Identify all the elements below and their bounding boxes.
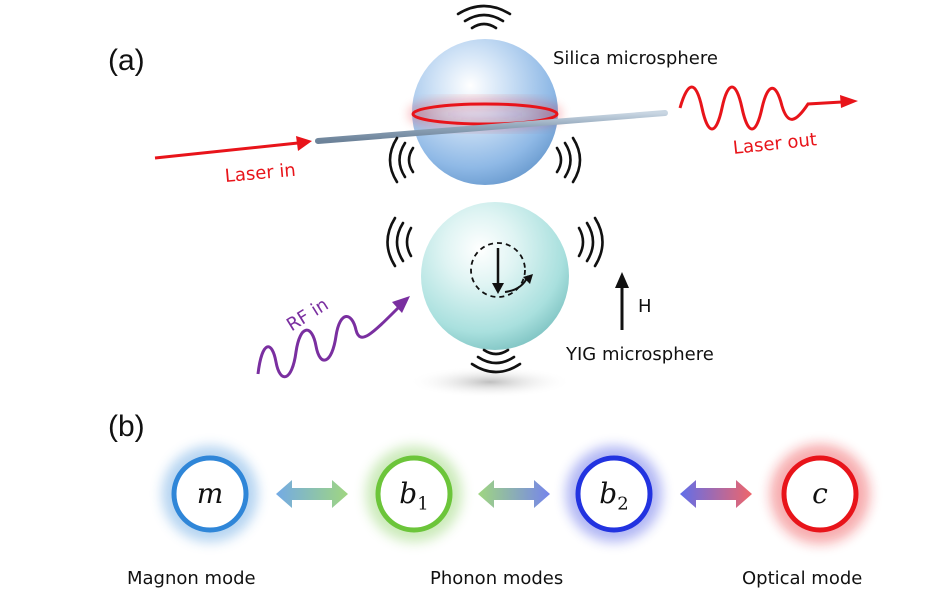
mode-b1-letter: b <box>399 477 418 510</box>
sphere-shadow <box>408 366 572 398</box>
mode-m-letter: m <box>196 477 224 510</box>
mode-m-symbol: m <box>180 477 240 511</box>
mode-b1-symbol: b1 <box>384 477 444 522</box>
rf-in-wave <box>256 306 400 379</box>
mode-b1 <box>366 446 462 542</box>
vibration-bottom-icon <box>470 348 522 374</box>
coupling-arrow-b1-b2 <box>478 480 550 508</box>
vibration-yig-right-icon <box>577 216 604 268</box>
mode-b2-symbol: b2 <box>584 477 644 522</box>
optical-ring <box>411 102 559 126</box>
field-arrowhead <box>615 272 629 288</box>
precession-circle <box>470 242 526 298</box>
silica-label: Silica microsphere <box>553 48 718 69</box>
coupling-arrow-m-b1 <box>276 480 348 508</box>
laser-out-arrowhead <box>840 95 858 108</box>
magnetization-arrowhead <box>492 283 504 294</box>
vibration-top-icon <box>456 4 512 30</box>
magnon-caption: Magnon mode <box>127 568 256 589</box>
optical-caption: Optical mode <box>742 568 863 589</box>
silica-sphere <box>412 39 558 185</box>
mode-b2 <box>566 446 662 542</box>
vibration-silica-left-icon <box>388 136 415 184</box>
laser-in-arrowhead <box>296 136 312 151</box>
mode-c <box>770 444 870 544</box>
field-label: H <box>638 296 652 317</box>
yig-label: YIG microsphere <box>566 344 714 365</box>
tapered-fiber <box>315 110 668 144</box>
mode-c-letter: c <box>812 477 828 510</box>
rf-in-arrowhead <box>392 296 410 313</box>
phonon-caption: Phonon modes <box>430 568 564 589</box>
precession-arrowhead <box>523 274 533 284</box>
laser-out-wave <box>678 85 843 131</box>
panel-label-b: (b) <box>108 410 145 443</box>
coupling-arrow-b2-c <box>680 480 752 508</box>
mode-b2-letter: b <box>599 477 618 510</box>
mode-b2-subscript: 2 <box>617 493 629 515</box>
vibration-yig-left-icon <box>386 216 413 268</box>
mode-b1-subscript: 1 <box>417 493 429 515</box>
mode-m <box>162 446 258 542</box>
vibration-silica-right-icon <box>555 136 582 184</box>
laser-in-arrow <box>154 141 299 160</box>
panel-label-a: (a) <box>108 44 145 77</box>
yig-sphere <box>421 202 569 350</box>
mode-c-symbol: c <box>790 477 850 511</box>
